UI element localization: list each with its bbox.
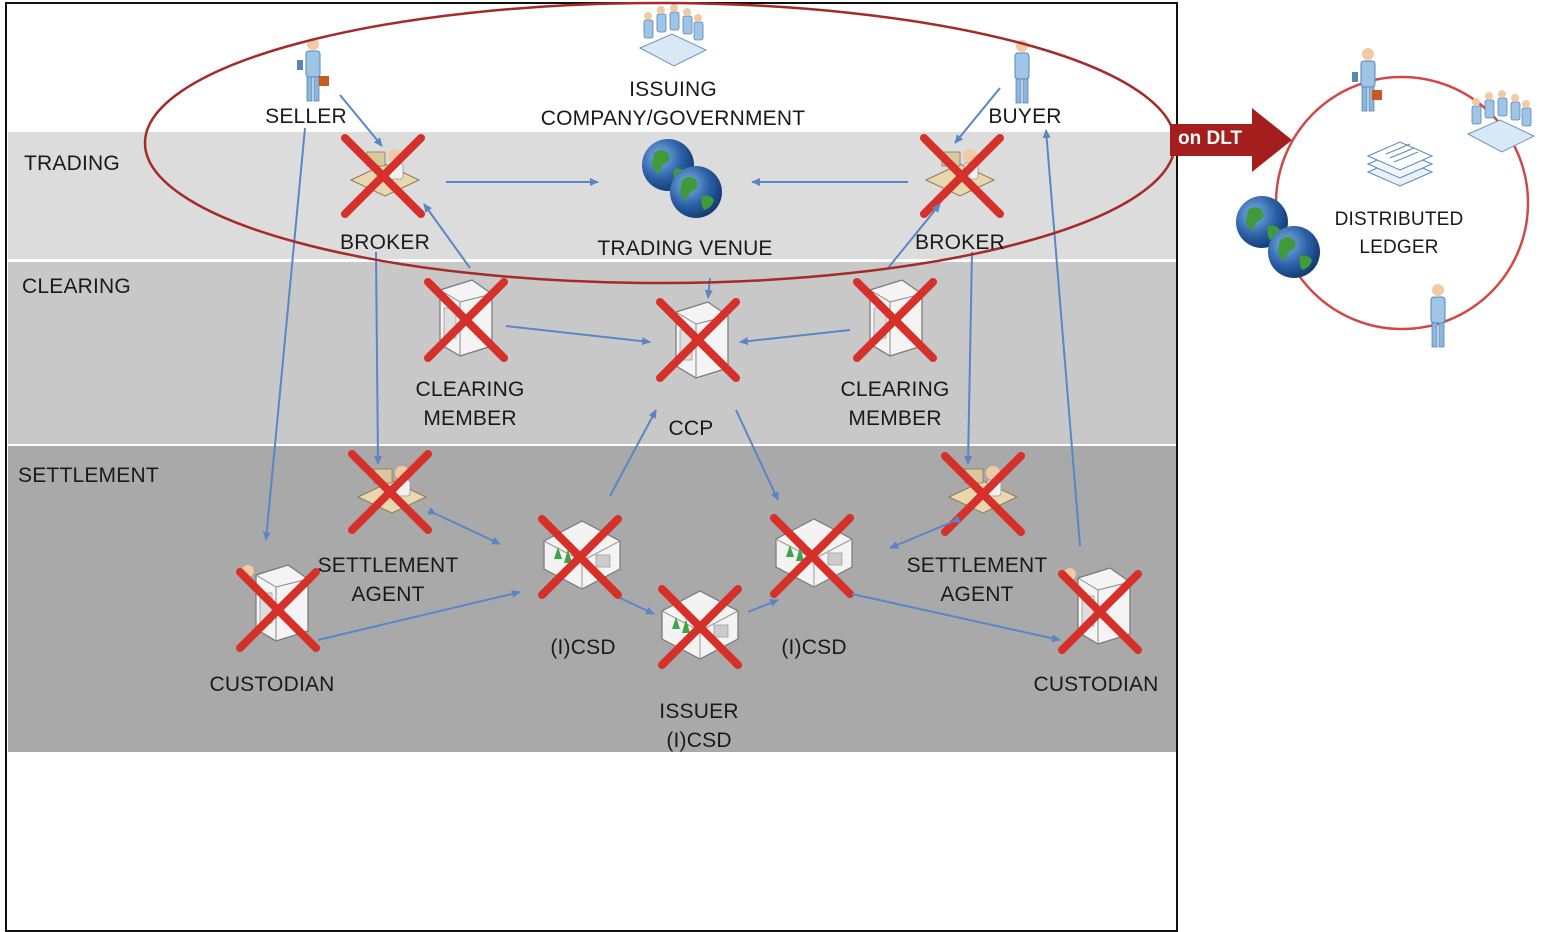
distributed-ledger-label: DISTRIBUTED LEDGER [1335,206,1464,262]
arrow-clearing-member-to-ccp-right [739,329,851,346]
trading-venue-label: TRADING VENUE [597,237,773,260]
document-stack-icon [1366,141,1434,187]
buyer-label: BUYER [988,105,1062,128]
issuing-company-line2: COMPANY/GOVERNMENT [540,107,806,130]
settlement-agent-left-line1: SETTLEMENT [317,554,459,577]
issuing-company-meeting-icon [639,3,707,67]
broker-right-label: BROKER [915,231,1005,254]
arrow-icsd-to-ccp [609,409,657,497]
clearing-member-right-label: CLEARING MEMBER [841,375,950,433]
ledger-person-icon-bottom [1430,283,1446,348]
issuing-company-line1: ISSUING [629,78,717,101]
arrow-icsd-to-issuer [619,597,655,615]
distributed-ledger-line1: DISTRIBUTED [1334,209,1464,230]
issuer-icsd-label: ISSUER (I)CSD [659,697,738,755]
icsd-left-label: (I)CSD [550,636,616,659]
arrow-broker-to-settlement-agent-left [373,251,382,465]
issuing-company-label: ISSUING COMPANY/GOVERNMENT [541,75,806,133]
ccp-label: CCP [668,417,714,440]
arrow-icsd-to-custodian [851,593,1061,643]
clearing-member-left-line1: CLEARING [415,378,525,401]
trading-venue-globe-icon-2 [670,166,722,218]
seller-label: SELLER [265,105,347,128]
custodian-left-label: CUSTODIAN [209,673,335,696]
arrow-broker-to-settlement-agent-right [964,251,973,465]
arrow-custodian-to-buyer [1042,129,1081,547]
band-label-clearing: CLEARING [22,275,131,298]
seller-person-icon [297,37,329,102]
arrow-issuer-to-icsd [747,599,779,613]
buyer-person-icon [1014,39,1030,104]
arrow-clearing-member-to-broker-right [887,203,941,269]
ledger-person-icon-top [1352,47,1382,112]
on-dlt-arrow [1170,108,1292,172]
arrow-clearing-member-to-broker-left [423,203,471,269]
settlement-agent-right-line1: SETTLEMENT [906,554,1048,577]
arrow-clearing-member-to-ccp-left [505,325,651,346]
issuer-icsd-line1: ISSUER [659,700,739,723]
on-dlt-label: on DLT [1178,128,1243,149]
issuer-icsd-line2: (I)CSD [666,729,732,752]
arrow-seller-to-custodian [262,127,306,541]
settlement-agent-left-cross [352,454,428,530]
arrow-buyer-to-broker [954,87,1001,144]
band-label-settlement: SETTLEMENT [18,464,159,487]
clearing-member-right-line1: CLEARING [840,378,950,401]
settlement-agent-right-label: SETTLEMENT AGENT [907,551,1048,609]
clearing-member-left-label: CLEARING MEMBER [416,375,525,433]
distributed-ledger-line2: LEDGER [1359,237,1439,258]
settlement-agent-right-line2: AGENT [940,583,1014,606]
arrow-settlement-agent-icsd-right [889,515,961,549]
broker-left-label: BROKER [340,231,430,254]
clearing-band [8,262,1176,444]
settlement-agent-left-label: SETTLEMENT AGENT [318,551,459,609]
arrow-venue-to-ccp [704,277,713,299]
clearing-member-right-line2: MEMBER [848,407,942,430]
arrow-seller-to-broker [339,94,383,147]
clearing-member-left-line2: MEMBER [423,407,517,430]
arrow-settlement-agent-icsd-left [427,506,501,545]
icsd-right-label: (I)CSD [781,636,847,659]
settlement-agent-left-line2: AGENT [351,583,425,606]
custodian-right-label: CUSTODIAN [1033,673,1159,696]
arrow-custodian-to-icsd [317,589,521,641]
ledger-globe-icon-2 [1268,226,1320,278]
arrow-ccp-to-icsd [735,409,779,501]
band-label-trading: TRADING [24,152,120,175]
